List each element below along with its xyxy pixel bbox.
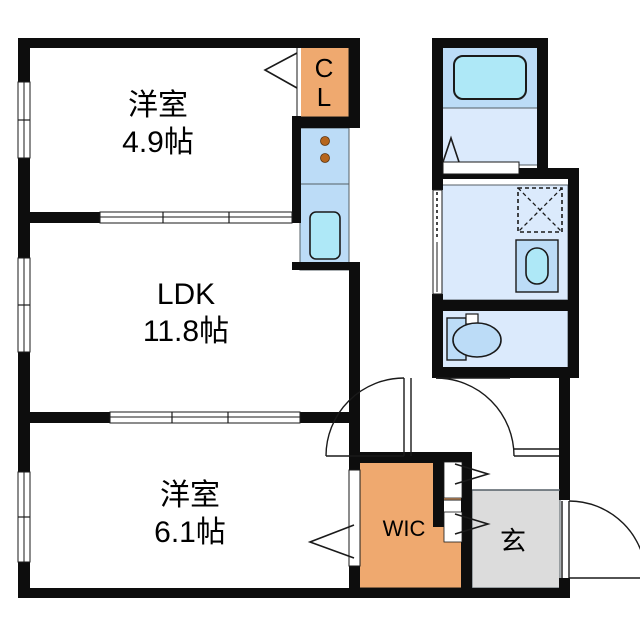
door-bathroom[interactable] bbox=[442, 135, 520, 175]
wic-label: WIC bbox=[383, 516, 426, 541]
entrance-label: 玄 bbox=[500, 526, 526, 556]
wall-washroom-left-top bbox=[432, 168, 443, 190]
wall-washroom-toilet bbox=[432, 300, 579, 311]
closet-cl-label-line1: C bbox=[315, 53, 334, 83]
bedroom-north-area-label: 4.9帖 bbox=[122, 126, 194, 159]
wall-left-2 bbox=[18, 158, 30, 214]
wall-ldk-right bbox=[349, 265, 360, 420]
wall-wic-right bbox=[461, 452, 472, 592]
wall-wic-top bbox=[349, 452, 465, 463]
fixtures bbox=[299, 55, 563, 361]
kitchen-sink-icon bbox=[309, 211, 341, 260]
wall-kitchen-left-lower bbox=[292, 128, 301, 213]
vanity-sink-icon bbox=[515, 239, 559, 293]
folding-door-wic-hall-upper[interactable] bbox=[443, 461, 491, 499]
wall-bottom bbox=[18, 588, 570, 598]
bedroom-south-area-label: 6.1帖 bbox=[154, 516, 226, 549]
wall-toilet-left bbox=[432, 300, 443, 378]
wall-top-north bbox=[18, 38, 350, 48]
wall-bedroomS-right-upper bbox=[349, 412, 360, 470]
window-washroom bbox=[432, 189, 443, 295]
sliding-door-bedroom-north-ldk[interactable] bbox=[99, 211, 293, 224]
toilet-icon bbox=[446, 313, 502, 361]
closet-cl-label-line2: L bbox=[317, 82, 331, 112]
door-toilet-hall[interactable] bbox=[435, 377, 559, 457]
door-washroom-hall[interactable] bbox=[325, 377, 412, 457]
wall-left-5 bbox=[18, 412, 30, 472]
wall-left-4 bbox=[18, 352, 30, 414]
wall-east-hall bbox=[559, 367, 570, 500]
folding-door-wic-bedroom[interactable] bbox=[307, 469, 361, 567]
wall-bath-right bbox=[537, 38, 548, 173]
windows bbox=[17, 81, 443, 563]
wall-washroom-right bbox=[568, 168, 579, 310]
window-west-bedroom-south bbox=[17, 471, 31, 563]
folding-door-wic-hall-lower[interactable] bbox=[443, 511, 491, 543]
bedroom-north-name-label: 洋室 bbox=[128, 89, 188, 122]
stove-burner-front-icon bbox=[320, 136, 330, 146]
stove-burner-rear-icon bbox=[320, 153, 330, 163]
wall-left-3 bbox=[18, 212, 30, 258]
folding-door-closet-cl[interactable] bbox=[263, 48, 301, 116]
wall-wic-partition bbox=[433, 452, 444, 525]
sliding-doors[interactable] bbox=[99, 211, 301, 424]
wall-cl-right bbox=[349, 38, 360, 118]
wall-top-bath-wing bbox=[434, 38, 544, 48]
window-west-bedroom-north bbox=[17, 81, 31, 159]
wall-toilet-bottom bbox=[432, 367, 579, 378]
washing-machine-space-icon bbox=[517, 187, 563, 233]
wall-left-1 bbox=[18, 38, 30, 82]
wall-cl-bottom bbox=[292, 117, 360, 128]
door-entrance-exterior[interactable] bbox=[561, 500, 640, 579]
wall-toilet-right bbox=[568, 300, 579, 378]
doors[interactable] bbox=[263, 48, 640, 579]
bedroom-north-floor bbox=[30, 45, 295, 220]
ldk-area-label: 11.8帖 bbox=[143, 315, 229, 348]
wall-east-entrance-lower bbox=[559, 578, 570, 598]
entrance-floor bbox=[471, 489, 561, 589]
room-labels: 洋室 4.9帖 LDK 11.8帖 洋室 6.1帖 C L WIC 玄 bbox=[122, 53, 526, 556]
hall-floor bbox=[360, 378, 568, 460]
wall-kitchen-bottom bbox=[292, 262, 360, 270]
bathtub-icon bbox=[453, 55, 527, 100]
bedroom-south-floor bbox=[30, 420, 360, 595]
sliding-door-ldk-bedroom-south[interactable] bbox=[109, 411, 301, 424]
window-west-ldk bbox=[17, 257, 31, 353]
wall-bath-left bbox=[432, 38, 443, 168]
wall-bedroomN-ldk-right bbox=[292, 212, 301, 223]
ldk-name-label: LDK bbox=[157, 278, 215, 311]
bedroom-south-name-label: 洋室 bbox=[160, 479, 220, 512]
